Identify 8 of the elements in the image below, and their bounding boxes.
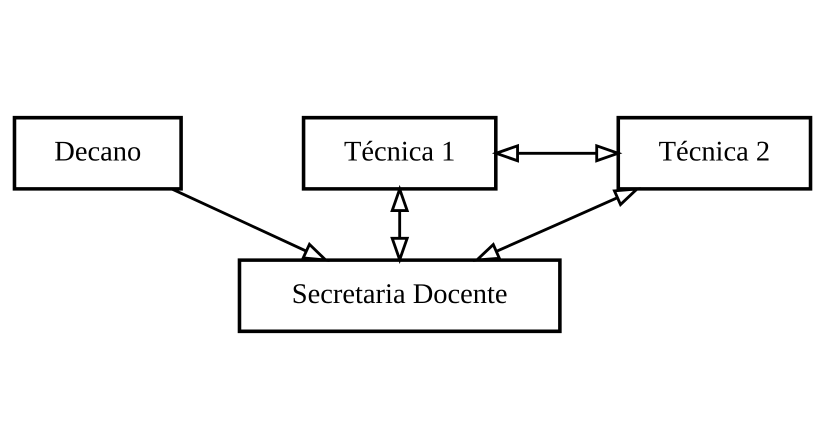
arrow [492, 143, 622, 162]
node-box: Técnica 1 [302, 115, 498, 190]
arrow [171, 187, 330, 262]
node-box: Decano [12, 115, 183, 190]
node-box: Técnica 2 [616, 115, 812, 190]
node-box: Secretaria Docente [238, 258, 562, 333]
arrow [390, 184, 410, 264]
arrow [472, 186, 641, 262]
